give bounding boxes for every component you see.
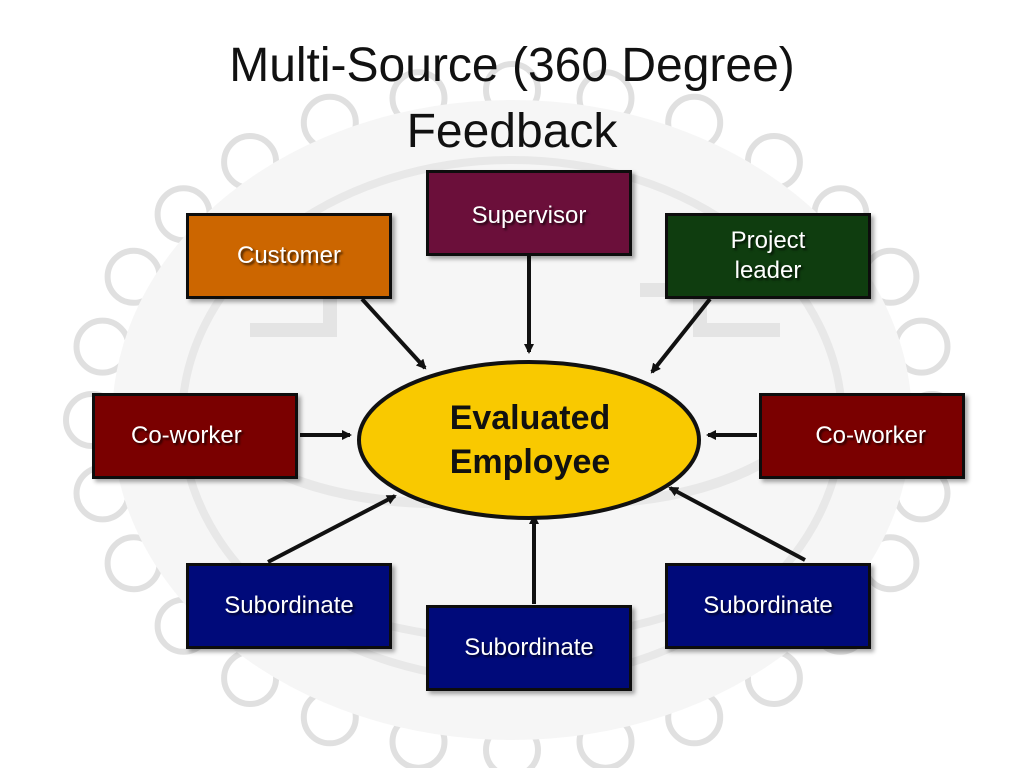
seal-ring-circle <box>892 317 951 376</box>
seal-ring-circle <box>389 69 448 128</box>
coworker-left-label: Co-worker <box>131 422 242 449</box>
evaluated-employee-label: Evaluated Employee <box>449 399 611 481</box>
subordinate-center-box: Subordinate <box>426 605 632 691</box>
subordinate-left-box: Subordinate <box>186 563 392 649</box>
subordinate-right-box: Subordinate <box>665 563 871 649</box>
seal-ring-circle <box>483 721 541 768</box>
seal-ring-circle <box>104 534 163 593</box>
seal-ring-circle <box>300 688 359 747</box>
seal-ring-circle <box>744 133 803 191</box>
arrow-subordinate-left <box>267 494 397 564</box>
evaluated-employee-ellipse <box>357 360 701 520</box>
slide-title-line-1: Multi-Source (360 Degree) <box>229 39 795 92</box>
coworker-left-box: Co-worker <box>92 393 298 479</box>
coworker-right-box: Co-worker <box>759 393 965 479</box>
seal-ring-circle <box>744 649 803 707</box>
slide-title-line-2: Feedback <box>406 105 618 158</box>
seal-ring-circle <box>483 61 541 119</box>
seal-ring-circle <box>665 93 724 152</box>
seal-ring-circle <box>104 247 163 306</box>
project-leader-label: Project leader <box>730 227 806 284</box>
arrow-project-leader <box>650 297 712 374</box>
customer-label: Customer <box>236 242 342 269</box>
customer-box: Customer <box>186 213 392 299</box>
coworker-right-label: Co-worker <box>815 422 926 449</box>
seal-ring-circle <box>221 133 280 191</box>
supervisor-box: Supervisor <box>426 170 632 256</box>
arrow-subordinate-right <box>668 486 806 562</box>
arrow-customer <box>360 297 427 370</box>
seal-ring-circle <box>73 317 132 376</box>
seal-ring-circle <box>665 688 724 747</box>
project-leader-box: Project leader <box>665 213 871 299</box>
supervisor-label: Supervisor <box>471 202 587 229</box>
arrows <box>267 256 806 604</box>
seal-ring-circle <box>221 649 280 707</box>
subordinate-center-label: Subordinate <box>464 634 594 661</box>
subordinate-left-label: Subordinate <box>224 592 354 619</box>
seal-ring-circle <box>576 69 635 128</box>
subordinate-right-label: Subordinate <box>703 592 833 619</box>
seal-ring-circle <box>300 93 359 152</box>
